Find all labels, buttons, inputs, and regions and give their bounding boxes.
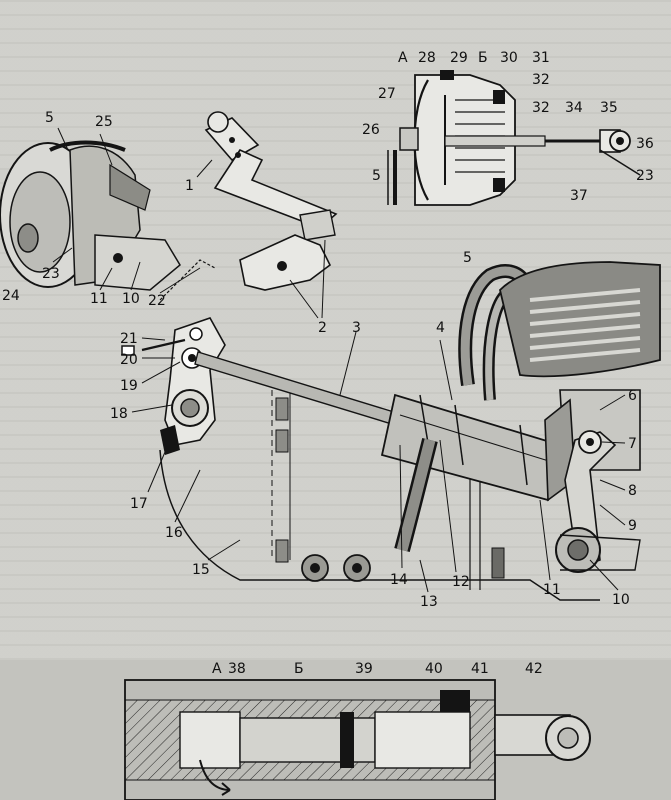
label-39: 39: [355, 661, 373, 677]
label-28: 28: [418, 50, 436, 66]
label-30: 30: [500, 50, 518, 66]
valve-cross-section: [124, 679, 591, 800]
pedal-bracket: [159, 234, 332, 301]
label-12: 12: [452, 574, 470, 590]
label-21: 21: [120, 331, 138, 347]
label-32b: 32: [532, 100, 550, 116]
label-10b: 10: [612, 592, 630, 608]
label-15: 15: [192, 562, 210, 578]
lever-assembly: [121, 317, 226, 455]
label-25: 25: [95, 114, 113, 130]
label-3: 3: [352, 320, 361, 336]
ribbed-housing: [499, 261, 661, 502]
label-19: 19: [120, 378, 138, 394]
label-34: 34: [565, 100, 583, 116]
label-24: 24: [2, 288, 20, 304]
label-1: 1: [185, 178, 194, 194]
label-26: 26: [362, 122, 380, 138]
label-29: 29: [450, 50, 468, 66]
label-16: 16: [165, 525, 183, 541]
label-4: 4: [436, 320, 445, 336]
label-A-bottom: А: [212, 661, 222, 677]
chamber-section-inset: [387, 70, 641, 206]
label-11b: 11: [543, 582, 561, 598]
label-13: 13: [420, 594, 438, 610]
label-18: 18: [110, 406, 128, 422]
label-23a: 23: [42, 266, 60, 282]
right-lever: [555, 430, 641, 573]
label-8: 8: [628, 483, 637, 499]
label-27: 27: [378, 86, 396, 102]
label-36: 36: [636, 136, 654, 152]
label-38: 38: [228, 661, 246, 677]
label-5a: 5: [45, 110, 54, 126]
label-11a: 11: [90, 291, 108, 307]
leader-lines: [52, 127, 626, 593]
label-23b: 23: [636, 168, 654, 184]
label-31: 31: [532, 50, 550, 66]
label-2: 2: [318, 320, 327, 336]
label-5c: 5: [372, 168, 381, 184]
label-9: 9: [628, 518, 637, 534]
label-B-bottom: Б: [294, 661, 304, 677]
label-B-top: Б: [478, 50, 488, 66]
label-7: 7: [628, 436, 637, 452]
brake-pedal: [204, 111, 338, 241]
label-37: 37: [570, 188, 588, 204]
label-35: 35: [600, 100, 618, 116]
label-17: 17: [130, 496, 148, 512]
label-6: 6: [628, 388, 637, 404]
callout-labels: 5 25 1 23 11 10 24 22 2 3 4 5 21 20 19 1…: [2, 50, 654, 677]
frame-outline: [159, 380, 600, 601]
label-41: 41: [471, 661, 489, 677]
label-40: 40: [425, 661, 443, 677]
label-32a: 32: [532, 72, 550, 88]
pneumatic-cylinder: [194, 351, 562, 502]
label-14: 14: [390, 572, 408, 588]
label-5b: 5: [463, 250, 472, 266]
brake-chamber-left: [0, 140, 181, 291]
label-42: 42: [525, 661, 543, 677]
label-A-top: А: [398, 50, 408, 66]
label-20: 20: [120, 352, 138, 368]
label-22: 22: [148, 293, 166, 309]
label-10a: 10: [122, 291, 140, 307]
